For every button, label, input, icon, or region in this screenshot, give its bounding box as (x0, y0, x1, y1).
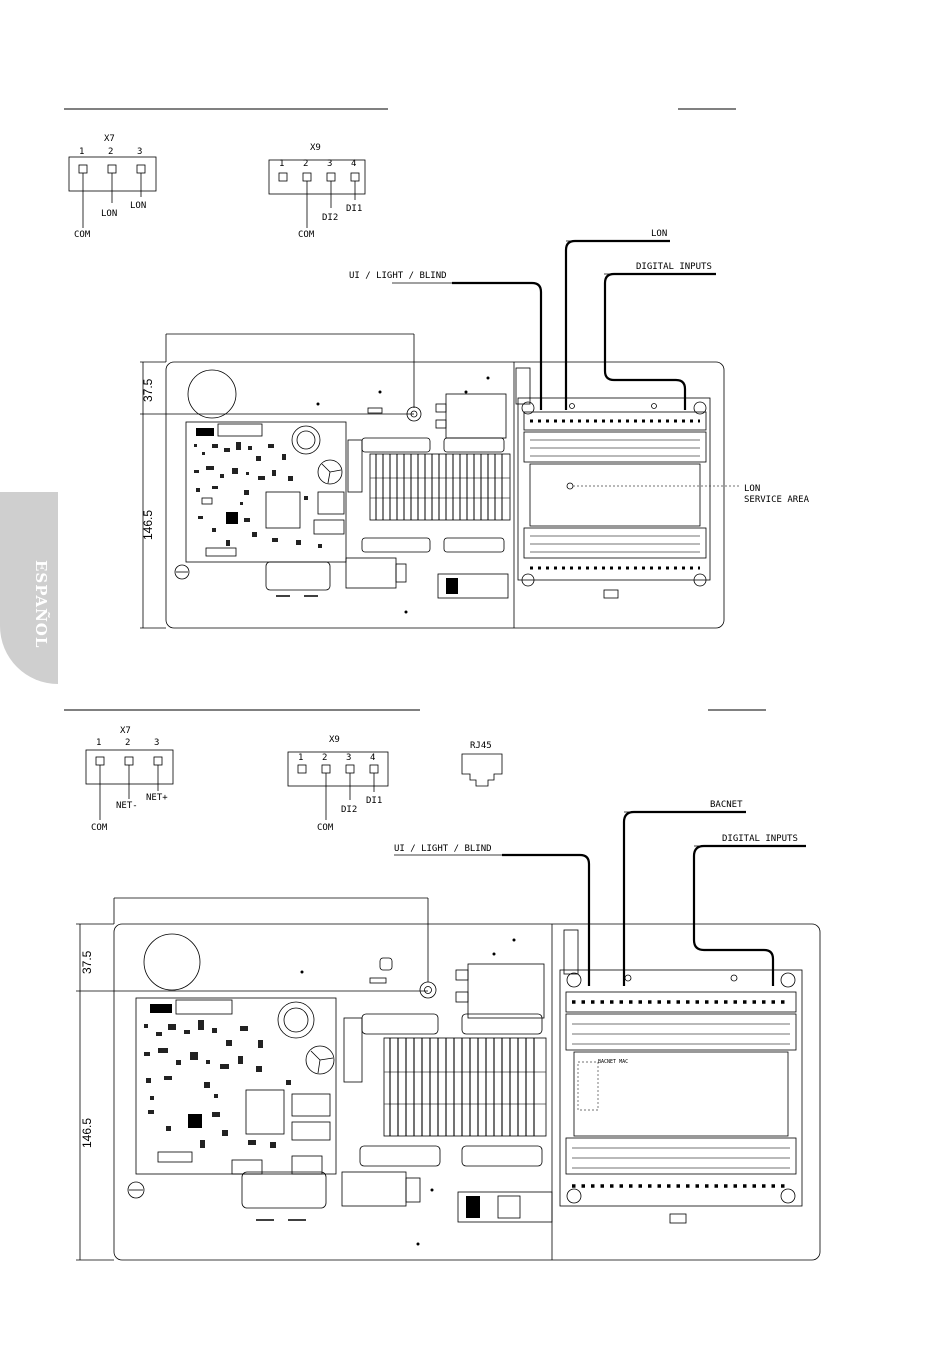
top-controller-module: LON SERVICE AREA (516, 368, 810, 598)
bottom-x9-pin-2: 2 (322, 753, 327, 763)
top-x9-pin-3: 3 (327, 159, 332, 169)
bottom-x9-pin-1: 1 (298, 753, 303, 763)
top-x7-pin-3: 3 (137, 147, 142, 157)
bottom-section: X7 1 2 3 COM NET- NET+ X9 1 2 3 4 (64, 710, 820, 1260)
top-x7-connector: X7 1 2 3 COM LON LON (69, 134, 156, 240)
top-pcb (186, 422, 346, 562)
bottom-x7-wire-net-minus: NET- (116, 801, 138, 811)
top-callout-lon: LON (651, 229, 667, 239)
bottom-callout-bacnet: BACNET (710, 800, 743, 810)
top-service-label-2: SERVICE AREA (744, 495, 810, 505)
top-dim-37-5: 37.5 (141, 378, 155, 402)
bottom-x7-pin-2: 2 (125, 738, 130, 748)
bottom-dim-146-5: 146.5 (80, 1118, 94, 1148)
top-enclosure (166, 362, 724, 628)
top-callout-ui: UI / LIGHT / BLIND (349, 271, 447, 281)
bottom-callout-ui: UI / LIGHT / BLIND (394, 844, 492, 854)
bottom-x7-title: X7 (120, 726, 131, 736)
bottom-rj45-connector: RJ45 (462, 741, 502, 786)
bottom-terminal-block (384, 1038, 546, 1136)
top-x9-title: X9 (310, 143, 321, 153)
top-x7-pin-2: 2 (108, 147, 113, 157)
top-x9-wire-di2: DI2 (322, 213, 338, 223)
bottom-dim-37-5: 37.5 (80, 950, 94, 974)
top-x7-title: X7 (104, 134, 115, 144)
bottom-x7-pin-1: 1 (96, 738, 101, 748)
top-dimensions: 37.5 146.5 (140, 334, 414, 628)
top-x7-wire-lon-2: LON (130, 201, 146, 211)
bottom-x9-pin-3: 3 (346, 753, 351, 763)
top-x9-wire-com: COM (298, 230, 315, 240)
bottom-x7-wire-com: COM (91, 823, 108, 833)
bottom-x9-wire-di1: DI1 (366, 796, 382, 806)
top-service-label-1: LON (744, 484, 760, 494)
top-x7-wire-lon-1: LON (101, 209, 117, 219)
bottom-x9-connector: X9 1 2 3 4 COM DI2 DI1 (288, 735, 388, 833)
top-dim-146-5: 146.5 (141, 510, 155, 540)
bottom-x7-connector: X7 1 2 3 COM NET- NET+ (86, 726, 173, 833)
bottom-x7-pin-3: 3 (154, 738, 159, 748)
bottom-pcb (136, 998, 336, 1174)
bottom-x9-wire-com: COM (317, 823, 334, 833)
top-x9-pin-1: 1 (279, 159, 284, 169)
bottom-controller-module: BACNET MAC (560, 930, 802, 1223)
bottom-callout-digital-inputs: DIGITAL INPUTS (722, 834, 798, 844)
top-terminal-block (370, 454, 510, 520)
top-x9-pin-4: 4 (351, 159, 356, 169)
bottom-module-label: BACNET MAC (598, 1059, 628, 1065)
bottom-rj45-label: RJ45 (470, 741, 492, 751)
top-section: X7 1 2 3 COM LON LON X9 1 2 3 4 (64, 109, 810, 628)
bottom-x7-wire-net-plus: NET+ (146, 793, 168, 803)
top-x9-wire-di1: DI1 (346, 204, 362, 214)
bottom-x9-title: X9 (329, 735, 340, 745)
top-callout-digital-inputs: DIGITAL INPUTS (636, 262, 712, 272)
top-x9-pin-2: 2 (303, 159, 308, 169)
top-x7-pin-1: 1 (79, 147, 84, 157)
top-x9-connector: X9 1 2 3 4 COM DI2 DI1 (269, 143, 365, 240)
top-x7-wire-com: COM (74, 230, 91, 240)
bottom-x9-wire-di2: DI2 (341, 805, 357, 815)
bottom-x9-pin-4: 4 (370, 753, 375, 763)
